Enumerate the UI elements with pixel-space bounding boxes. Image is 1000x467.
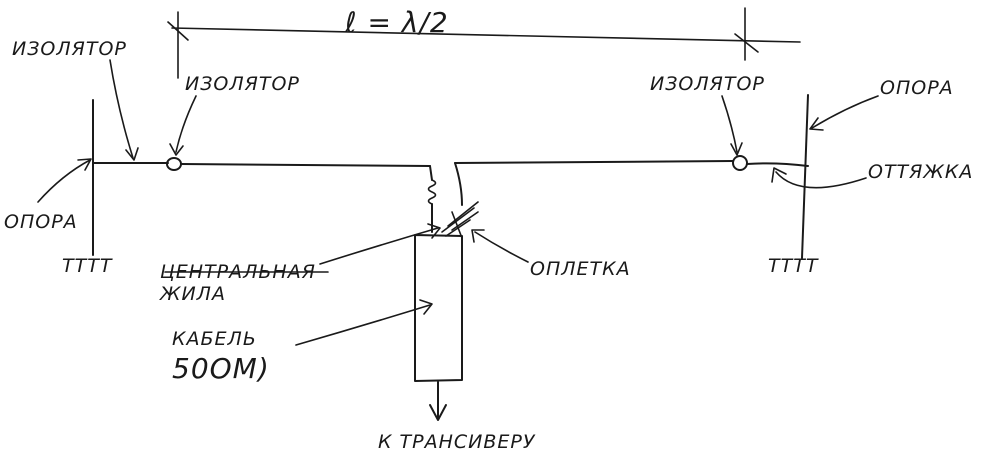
label-support-left: ОПОРА — [4, 211, 78, 233]
central-core-coil — [427, 165, 437, 233]
down-arrow-icon — [429, 404, 447, 421]
label-guy-wire: ОТТЯЖКА — [868, 161, 973, 183]
arrow-support-left — [37, 159, 91, 203]
right-insulator-icon — [732, 155, 748, 171]
dimension-line — [167, 7, 801, 79]
left-dipole-arm — [180, 163, 431, 167]
label-support-right: ОПОРА — [880, 77, 954, 99]
label-to-transceiver: К ТРАНСИВЕРУ — [378, 431, 536, 453]
arrowhead-icon — [125, 147, 139, 161]
left-insulator-icon — [166, 157, 182, 171]
left-ground-symbol: ТТТТ — [62, 255, 113, 277]
arrowhead-icon — [730, 142, 743, 156]
arrow-insulator-left-top — [109, 59, 134, 159]
arrowhead-icon — [471, 229, 485, 243]
coax-cable — [414, 234, 463, 382]
label-central-core-line2: ЖИЛА — [159, 283, 226, 305]
arrow-cable — [295, 304, 431, 346]
arrow-braid — [474, 231, 529, 263]
label-insulator-right: ИЗОЛЯТОР — [650, 73, 765, 95]
label-cable-line1: КАБЕЛЬ — [172, 328, 257, 350]
label-insulator-left-top: ИЗОЛЯТОР — [12, 38, 127, 60]
arrowhead-icon — [419, 299, 433, 315]
label-braid: ОПЛЕТКА — [530, 258, 631, 280]
arrow-insulator-left — [175, 95, 197, 153]
arrow-support-right — [811, 95, 879, 129]
arrowhead-icon — [77, 158, 92, 171]
arrowhead-icon — [169, 143, 184, 156]
arrow-guy-wire — [775, 171, 867, 189]
right-ground-symbol: ТТТТ — [768, 255, 819, 277]
length-label: ℓ = λ/2 — [344, 6, 449, 39]
arrowhead-icon — [427, 223, 441, 239]
label-insulator-left: ИЗОЛЯТОР — [185, 73, 300, 95]
arrow-insulator-right — [721, 95, 738, 153]
braid-twist — [441, 162, 479, 239]
label-cable-line2: 50ОМ) — [172, 352, 270, 385]
right-support-pole — [801, 94, 809, 259]
arrow-central-core — [319, 227, 439, 265]
right-dipole-arm — [454, 160, 734, 164]
arrowhead-icon — [771, 167, 787, 183]
arrowhead-icon — [809, 117, 824, 131]
right-guy-span — [746, 162, 809, 167]
